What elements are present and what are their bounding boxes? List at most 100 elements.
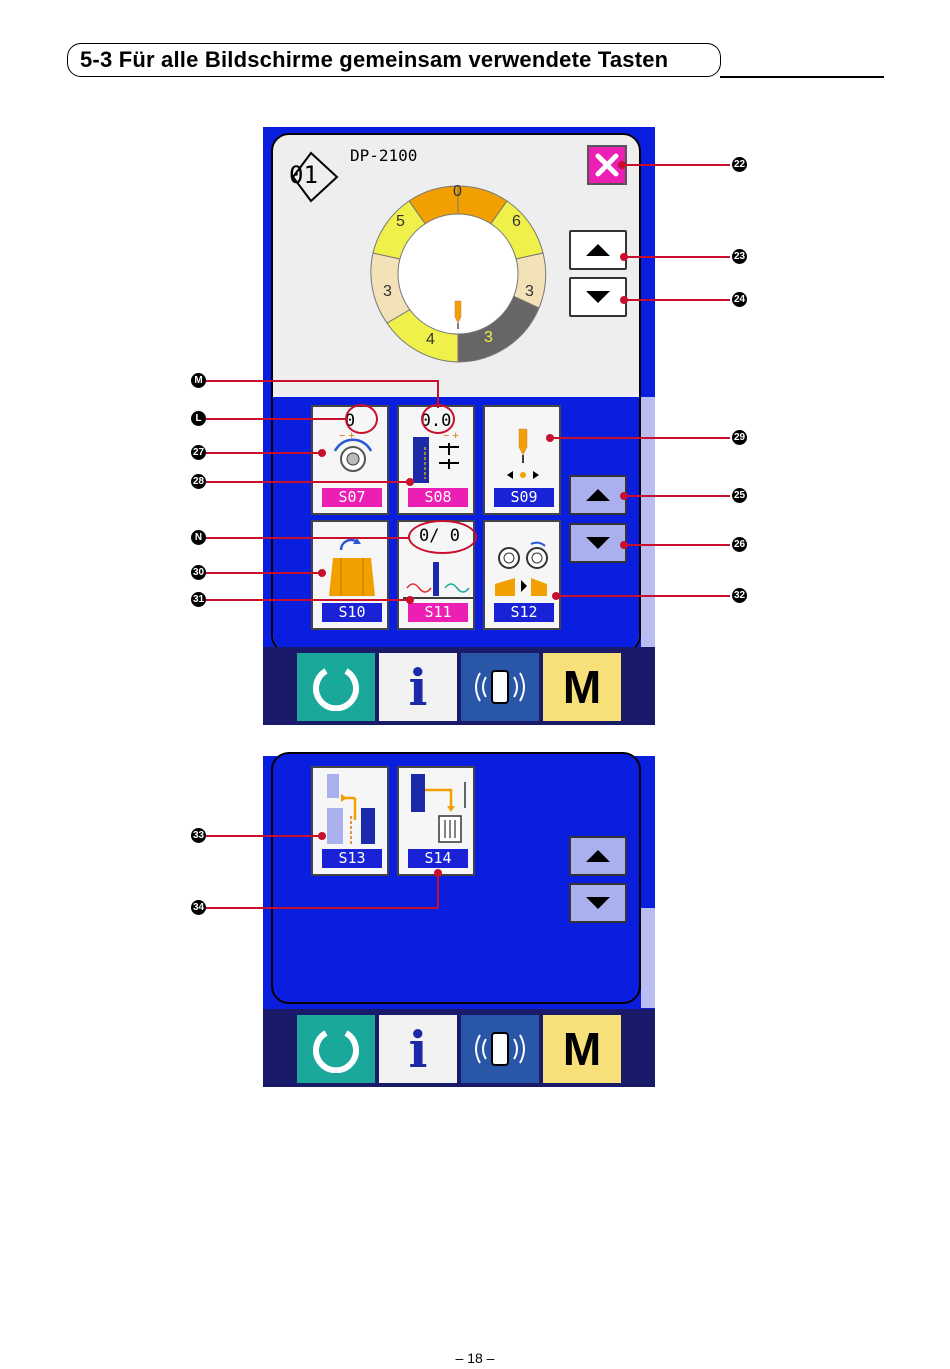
ring-segment-top: 0 [453, 183, 462, 200]
callout-badge-M: M [191, 373, 206, 388]
key-s09[interactable]: S09 [483, 405, 561, 515]
mode-button-2[interactable]: M [543, 1015, 621, 1083]
info-button[interactable]: i [379, 653, 457, 721]
ring-segment-bottom: 4 [426, 331, 435, 348]
callout-line-25 [624, 495, 730, 497]
callout-dot-30 [318, 569, 326, 577]
highlight-oval-M [421, 404, 455, 434]
ready-button-2[interactable] [297, 1015, 375, 1083]
key-s12-label: S12 [494, 603, 554, 622]
callout-dot-27 [318, 449, 326, 457]
key-s10-label: S10 [322, 603, 382, 622]
bottom-bar-2: i M [263, 1009, 655, 1087]
scroll-up-button-keys[interactable] [569, 475, 627, 515]
info-icon: i [408, 657, 428, 717]
callout-line-27 [206, 452, 320, 454]
callout-vline-M [437, 380, 439, 408]
ready-icon [313, 668, 359, 711]
ready-button[interactable] [297, 653, 375, 721]
key-s13[interactable]: S13 [311, 766, 389, 876]
callout-dot-22 [618, 161, 626, 169]
key-s08-label: S08 [408, 488, 468, 507]
callout-line-30 [206, 572, 320, 574]
screen-main: 01 DP-2100 0 6 3 3 4 3 5 0 [263, 127, 655, 725]
callout-dot-23 [620, 253, 628, 261]
callout-badge-26: 26 [732, 537, 747, 552]
scroll-up-button-top[interactable] [569, 230, 627, 270]
callout-badge-34: 34 [191, 900, 206, 915]
svg-text:− +: − + [443, 430, 459, 442]
communication-button[interactable] [461, 653, 539, 721]
svg-text:− +: − + [339, 430, 355, 442]
scroll-down-button-top[interactable] [569, 277, 627, 317]
mode-button[interactable]: M [543, 653, 621, 721]
callout-dot-34 [434, 869, 442, 877]
callout-badge-31: 31 [191, 592, 206, 607]
scroll-down-button-secondary[interactable] [569, 883, 627, 923]
ring-segment-upper-left: 5 [396, 213, 405, 230]
key-s14-label: S14 [408, 849, 468, 868]
callout-dot-24 [620, 296, 628, 304]
ring-segment-upper-right: 6 [512, 213, 521, 230]
key-s14[interactable]: S14 [397, 766, 475, 876]
needle-position-icon [507, 428, 539, 479]
arrow-up-icon [586, 244, 610, 256]
model-name: DP-2100 [350, 146, 418, 165]
callout-line-33 [206, 835, 320, 837]
section-heading: 5-3 Für alle Bildschirme gemeinsam verwe… [67, 43, 721, 77]
key-s07-label: S07 [322, 488, 382, 507]
callout-dot-33 [318, 832, 326, 840]
callout-dot-32 [552, 592, 560, 600]
bobbin-winder-icon: − + [333, 430, 373, 472]
thread-clamp-icon [495, 541, 548, 596]
callout-line-23 [624, 256, 730, 258]
info-button-2[interactable]: i [379, 1015, 457, 1083]
key-s09-label: S09 [494, 488, 554, 507]
callout-line-24 [624, 299, 730, 301]
close-icon [595, 153, 619, 177]
callout-line-29 [550, 437, 730, 439]
callout-badge-33: 33 [191, 828, 206, 843]
callout-badge-22: 22 [732, 157, 747, 172]
arrow-down-icon [586, 537, 610, 549]
bottom-bar: i M [263, 647, 655, 725]
callout-badge-23: 23 [732, 249, 747, 264]
stitch-counter-icon [403, 562, 473, 599]
mode-icon: M [562, 661, 602, 713]
key-s12[interactable]: S12 [483, 520, 561, 630]
callout-line-32 [556, 595, 730, 597]
communication-button-2[interactable] [461, 1015, 539, 1083]
highlight-oval-L [345, 404, 378, 434]
callout-line-34 [206, 907, 438, 909]
callout-line-26 [624, 544, 730, 546]
scroll-down-button-keys[interactable] [569, 523, 627, 563]
mode-icon: M [562, 1023, 602, 1075]
ring-segment-left: 3 [383, 283, 392, 300]
callout-vline-34 [437, 873, 439, 908]
section-heading-text: 5-3 Für alle Bildschirme gemeinsam verwe… [80, 47, 669, 72]
callout-badge-28: 28 [191, 474, 206, 489]
side-strip-right-2 [641, 908, 655, 1008]
callout-badge-25: 25 [732, 488, 747, 503]
callout-dot-26 [620, 541, 628, 549]
ring-segment-right: 3 [525, 283, 534, 300]
scroll-up-button-secondary[interactable] [569, 836, 627, 876]
side-strip-right [641, 397, 655, 647]
thread-tension-ring [370, 185, 547, 363]
page-number: – 18 – [455, 1350, 495, 1366]
callout-badge-32: 32 [732, 588, 747, 603]
arrow-up-icon [586, 850, 610, 862]
heading-rule [720, 76, 884, 78]
callout-badge-L: L [191, 411, 206, 426]
arrow-down-icon [586, 897, 610, 909]
callout-badge-30: 30 [191, 565, 206, 580]
presser-foot-icon [329, 538, 375, 596]
pattern-number: 01 [289, 161, 318, 189]
callout-dot-25 [620, 492, 628, 500]
pattern-shape-icon [291, 151, 339, 203]
stitch-length-icon: − + [413, 430, 459, 483]
callout-badge-27: 27 [191, 445, 206, 460]
highlight-oval-N [408, 520, 477, 554]
ring-segment-lower-right: 3 [484, 329, 493, 346]
key-s13-label: S13 [322, 849, 382, 868]
